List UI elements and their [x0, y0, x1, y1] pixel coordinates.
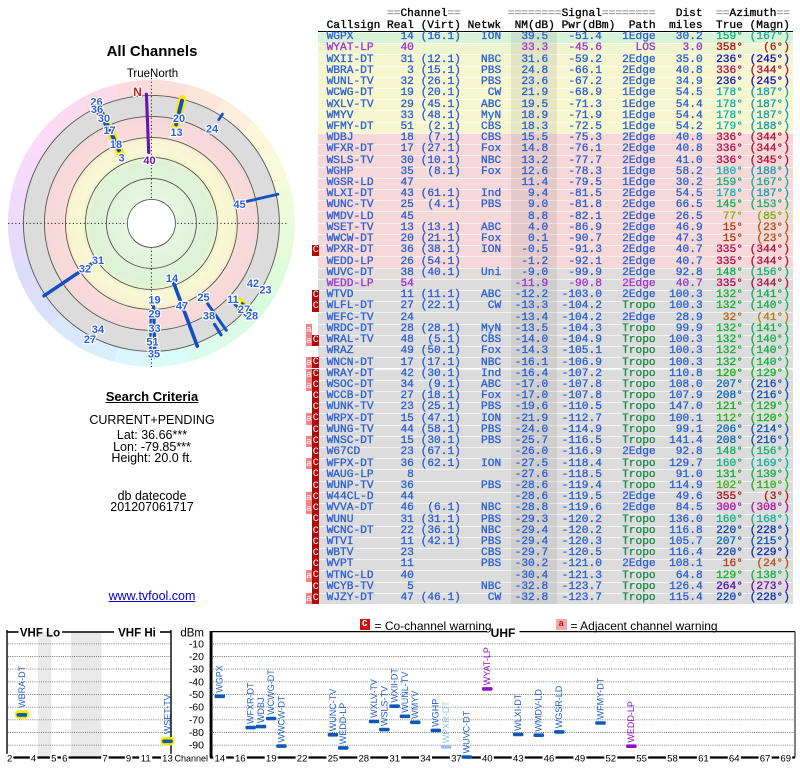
svg-text:43: 43 — [513, 754, 524, 765]
svg-text:14: 14 — [166, 273, 179, 285]
svg-text:67: 67 — [760, 754, 771, 765]
svg-text:UHF: UHF — [491, 626, 516, 640]
svg-text:WGSR-LD: WGSR-LD — [554, 685, 564, 728]
svg-text:WEDD-LP: WEDD-LP — [338, 703, 348, 745]
svg-text:23: 23 — [259, 285, 271, 297]
svg-text:30: 30 — [98, 113, 110, 125]
svg-text:34: 34 — [420, 754, 431, 765]
svg-text:5: 5 — [51, 754, 56, 765]
svg-text:31: 31 — [92, 255, 104, 267]
svg-text:WWCW-DT: WWCW-DT — [276, 695, 286, 742]
svg-text:17: 17 — [103, 125, 115, 137]
svg-text:WPXR-DT: WPXR-DT — [441, 701, 451, 743]
svg-text:36: 36 — [91, 104, 103, 116]
svg-text:VHF Hi: VHF Hi — [118, 628, 156, 640]
svg-text:WUNC-TV: WUNC-TV — [328, 689, 338, 732]
svg-text:WBRA-DT: WBRA-DT — [17, 665, 27, 707]
svg-text:7: 7 — [102, 754, 107, 765]
svg-text:34: 34 — [92, 324, 105, 336]
svg-text:-70: -70 — [189, 714, 204, 726]
svg-text:19: 19 — [148, 295, 160, 307]
svg-text:28: 28 — [358, 754, 369, 765]
svg-text:13: 13 — [170, 127, 182, 139]
svg-text:-30: -30 — [189, 664, 204, 676]
svg-text:26: 26 — [90, 97, 102, 109]
svg-text:-20: -20 — [189, 651, 204, 663]
svg-text:3: 3 — [118, 153, 124, 165]
svg-text:4: 4 — [31, 754, 37, 765]
svg-text:9: 9 — [126, 754, 131, 765]
svg-text:45: 45 — [233, 199, 245, 211]
svg-text:WGHP: WGHP — [431, 699, 441, 727]
svg-text:40: 40 — [482, 754, 493, 765]
svg-text:6: 6 — [62, 754, 67, 765]
svg-text:33: 33 — [148, 323, 160, 335]
svg-text:19: 19 — [266, 754, 277, 765]
svg-text:32: 32 — [79, 264, 91, 276]
svg-text:WUNL-TV: WUNL-TV — [400, 672, 410, 713]
svg-text:24: 24 — [206, 124, 219, 136]
svg-text:61: 61 — [698, 754, 709, 765]
svg-text:WFXR-DT: WFXR-DT — [246, 682, 256, 724]
svg-text:Channel: Channel — [174, 754, 208, 764]
svg-text:VHF Lo: VHF Lo — [20, 628, 60, 640]
svg-text:WEDD-LP: WEDD-LP — [626, 701, 636, 743]
svg-text:49: 49 — [575, 754, 586, 765]
svg-text:WLXI-DT: WLXI-DT — [513, 693, 523, 731]
svg-text:27: 27 — [238, 304, 250, 316]
svg-text:22: 22 — [297, 754, 308, 765]
svg-text:11: 11 — [141, 754, 151, 765]
svg-text:29: 29 — [148, 309, 160, 321]
svg-text:20: 20 — [173, 113, 185, 125]
svg-text:WXII-DT: WXII-DT — [390, 668, 400, 703]
svg-text:-50: -50 — [189, 689, 204, 701]
svg-text:46: 46 — [544, 754, 555, 765]
svg-text:27: 27 — [84, 334, 96, 346]
svg-text:-90: -90 — [189, 740, 204, 752]
svg-text:25: 25 — [328, 754, 339, 765]
svg-text:-80: -80 — [189, 727, 204, 739]
svg-text:WSLS-TV: WSLS-TV — [379, 686, 389, 726]
svg-text:-40: -40 — [189, 676, 204, 688]
svg-text:25: 25 — [197, 292, 209, 304]
svg-text:18: 18 — [110, 139, 122, 151]
svg-text:WXLV-TV: WXLV-TV — [369, 679, 379, 718]
svg-text:WGPX: WGPX — [215, 665, 225, 693]
svg-text:2: 2 — [7, 754, 12, 765]
svg-text:64: 64 — [729, 754, 740, 765]
svg-text:47: 47 — [176, 301, 188, 313]
svg-text:-60: -60 — [189, 702, 204, 714]
svg-text:N: N — [133, 85, 142, 99]
svg-text:31: 31 — [389, 754, 400, 765]
svg-text:WUVC-DT: WUVC-DT — [462, 710, 472, 753]
svg-text:WMYV: WMYV — [410, 691, 420, 719]
svg-text:13: 13 — [162, 754, 173, 765]
svg-text:69: 69 — [780, 754, 791, 765]
svg-text:WFMY-DT: WFMY-DT — [595, 677, 605, 719]
svg-text:dBm: dBm — [180, 628, 204, 640]
svg-text:14: 14 — [214, 754, 225, 765]
svg-text:-10: -10 — [189, 638, 204, 650]
svg-text:52: 52 — [605, 754, 616, 765]
svg-text:58: 58 — [667, 754, 678, 765]
svg-text:40: 40 — [143, 155, 155, 167]
svg-text:16: 16 — [235, 754, 246, 765]
svg-text:55: 55 — [636, 754, 647, 765]
svg-text:51: 51 — [146, 337, 158, 349]
svg-text:37: 37 — [451, 754, 462, 765]
svg-text:28: 28 — [246, 311, 258, 323]
svg-text:WMDV-LD: WMDV-LD — [534, 689, 544, 732]
svg-text:WDBJ: WDBJ — [256, 698, 266, 724]
svg-text:38: 38 — [203, 311, 215, 323]
svg-text:WCWG-DT: WCWG-DT — [266, 669, 276, 715]
svg-text:42: 42 — [247, 278, 259, 290]
svg-text:35: 35 — [148, 349, 160, 361]
svg-text:WSET-TV: WSET-TV — [162, 694, 172, 734]
svg-text:11: 11 — [227, 294, 239, 306]
svg-text:WYAT-LP: WYAT-LP — [482, 647, 492, 685]
